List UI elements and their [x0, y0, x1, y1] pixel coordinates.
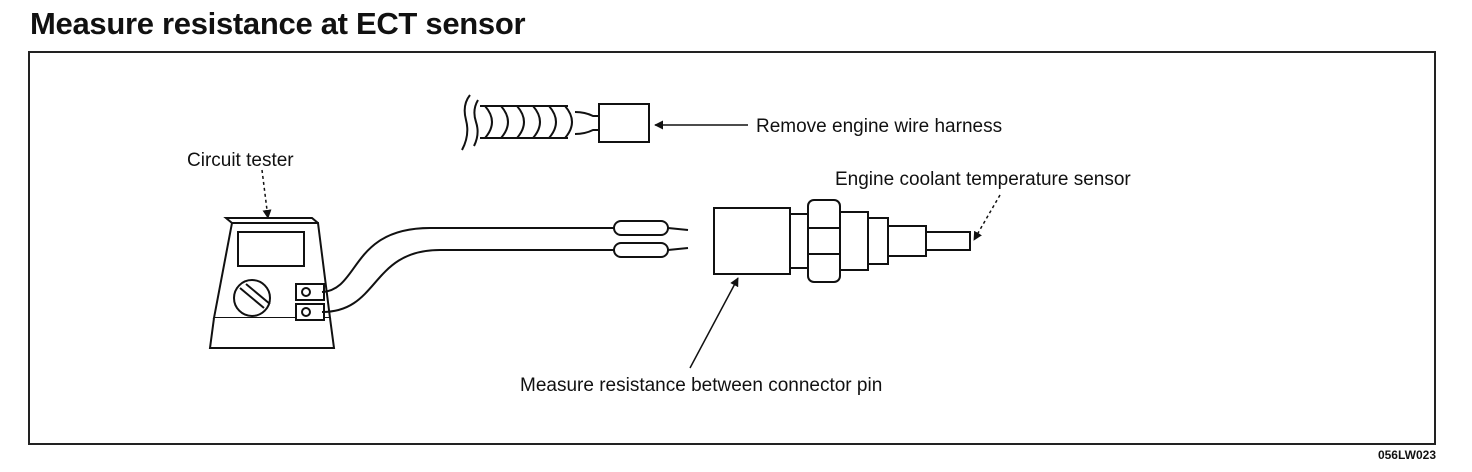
harness-connector [598, 103, 650, 143]
tester-arrow [261, 169, 272, 219]
test-leads [321, 227, 614, 313]
ect-sensor [713, 199, 971, 283]
wire-harness [461, 94, 600, 151]
figure-id: 056LW023 [1377, 448, 1436, 462]
page-title: Measure resistance at ECT sensor [30, 6, 526, 41]
circuit-tester [208, 217, 336, 349]
label-ect-sensor: Engine coolant temperature sensor [835, 169, 1131, 190]
connector-pin-arrow [689, 277, 739, 369]
label-circuit-tester: Circuit tester [187, 150, 294, 171]
diagram-frame [28, 51, 1436, 445]
probe-tips [613, 220, 689, 258]
sensor-arrow [973, 194, 1001, 241]
label-measure-resistance: Measure resistance between connector pin [520, 375, 883, 396]
label-remove-harness: Remove engine wire harness [756, 116, 1003, 137]
